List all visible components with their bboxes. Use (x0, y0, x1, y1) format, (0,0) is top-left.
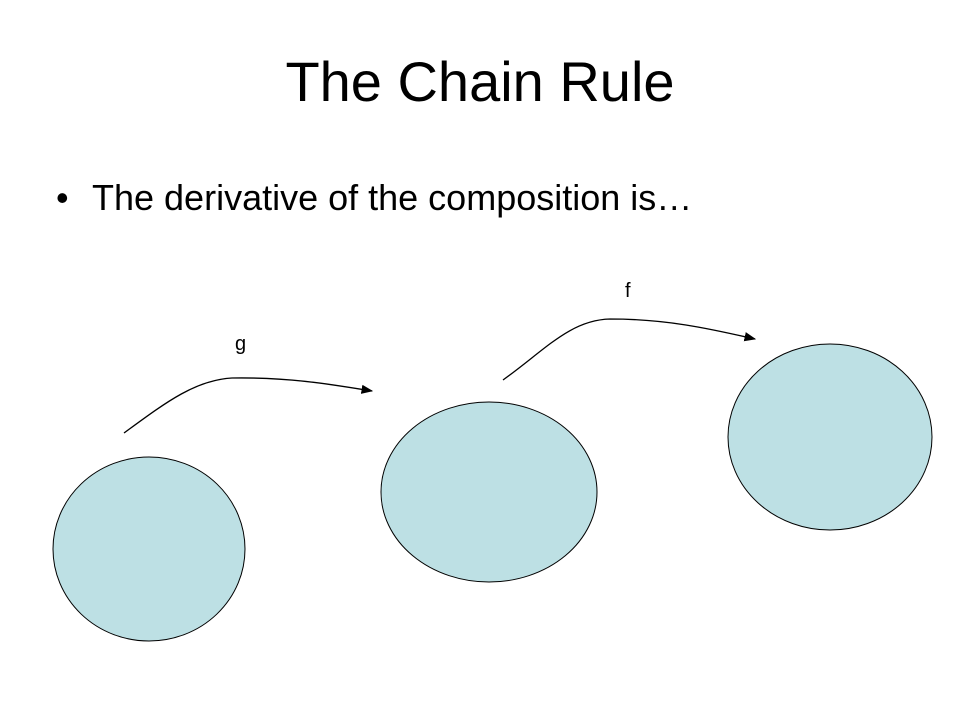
f-label: f (625, 280, 631, 302)
f-arrow (502, 318, 757, 381)
bullet-item: • The derivative of the composition is… (56, 180, 692, 216)
slide-title: The Chain Rule (285, 50, 675, 113)
bullet-icon: • (56, 177, 69, 218)
codomain-set-circle (727, 343, 933, 531)
bullet-text: The derivative of the composition is… (92, 177, 693, 218)
g-label: g (235, 333, 246, 355)
g-arrow (123, 377, 374, 434)
domain-set-circle (52, 456, 246, 642)
intermediate-set-circle (380, 401, 598, 583)
